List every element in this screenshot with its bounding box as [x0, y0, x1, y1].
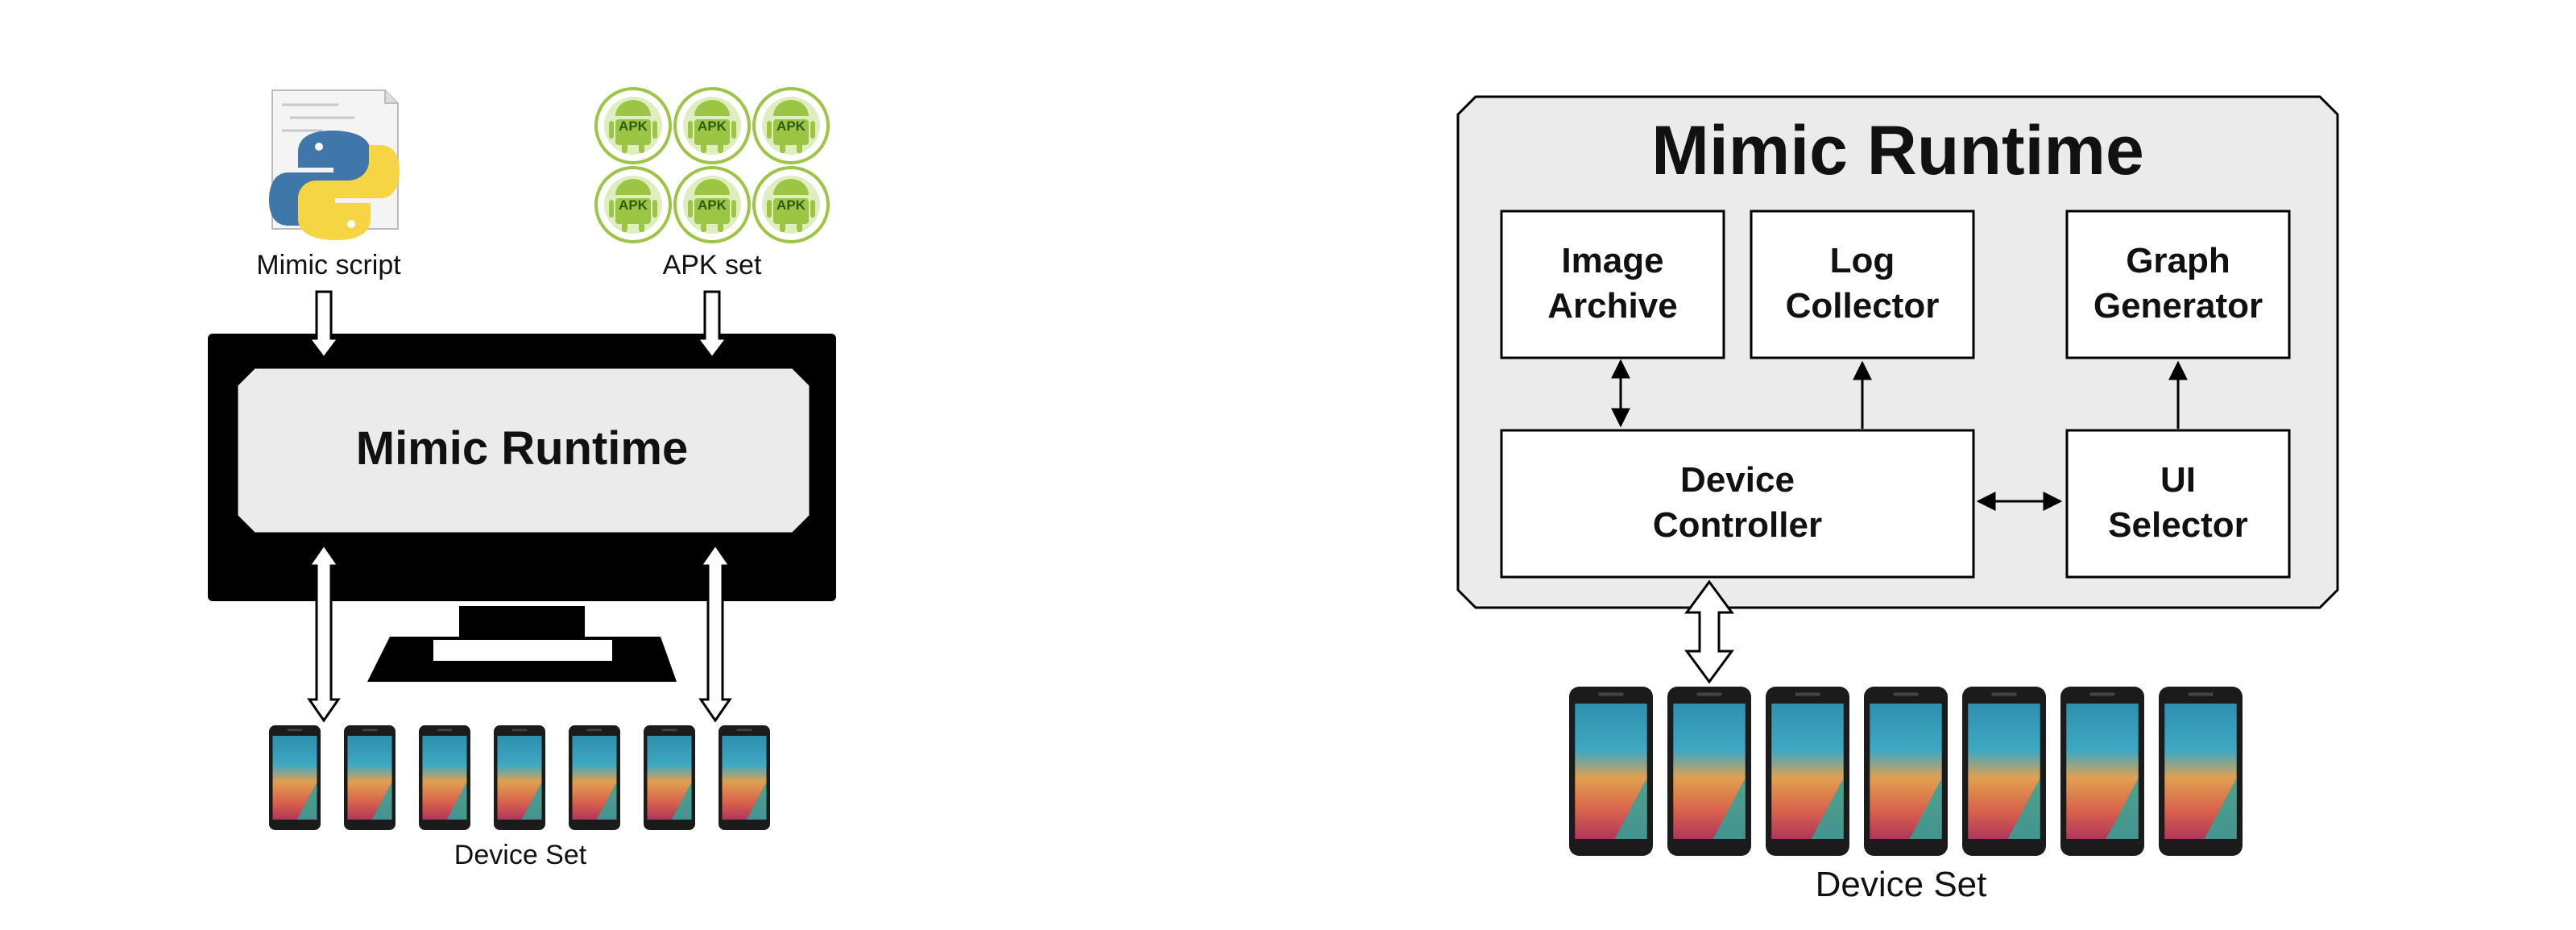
left-device-set	[269, 725, 770, 830]
right-device-arrow	[698, 542, 732, 723]
apk-icon-text: APK	[777, 118, 806, 134]
apk-icon: APK	[752, 87, 830, 164]
python-script-icon	[269, 89, 400, 240]
graph-generator-line2: Generator	[2094, 286, 2263, 326]
right-device-set-label: Device Set	[1816, 865, 1987, 904]
phone-icon	[2159, 687, 2243, 856]
left-runtime-box	[235, 366, 812, 535]
graph-generator-box	[2065, 210, 2291, 359]
device-controller-line2: Controller	[1653, 505, 1822, 545]
right-panel: Mimic Runtime Image Archive Log Collecto…	[1456, 95, 2339, 904]
ui-selector-line2: Selector	[2108, 505, 2248, 545]
phone-icon	[1962, 687, 2046, 856]
left-runtime-label: Mimic Runtime	[356, 422, 689, 475]
apk-icon: APK	[594, 87, 672, 164]
apk-icon: APK	[673, 87, 751, 164]
phone-icon	[1667, 687, 1751, 856]
phone-icon	[344, 725, 396, 830]
apk-arrow	[695, 290, 729, 360]
left-device-arrow	[307, 542, 341, 723]
phone-icon	[419, 725, 470, 830]
phone-icon	[644, 725, 695, 830]
phone-icon	[269, 725, 321, 830]
phone-icon	[2060, 687, 2144, 856]
apk-icon-text: APK	[619, 197, 648, 213]
log-collector-line2: Collector	[1786, 286, 1940, 326]
phone-icon	[719, 725, 770, 830]
phone-icon	[1864, 687, 1948, 856]
apk-icon: APK	[673, 166, 751, 243]
right-device-set	[1569, 687, 2243, 856]
ui-selector-line1: UI	[2160, 460, 2196, 500]
log-collector-box	[1750, 210, 1975, 359]
image-archive-line2: Archive	[1547, 286, 1677, 326]
apk-icon-text: APK	[698, 118, 727, 134]
left-device-set-label: Device Set	[454, 840, 587, 870]
apk-icon: APK	[752, 166, 830, 243]
controller-devices-arrow	[1684, 579, 1734, 684]
image-archive-box	[1500, 210, 1725, 359]
apk-icon: APK	[594, 166, 672, 243]
apk-icon-text: APK	[777, 197, 806, 213]
right-runtime-title: Mimic Runtime	[1651, 112, 2144, 189]
input-arrows	[307, 290, 732, 723]
log-collector-line1: Log	[1830, 241, 1895, 280]
image-archive-line1: Image	[1561, 241, 1663, 280]
ui-selector-box	[2065, 429, 2291, 579]
apk-set-icons: APK APK APK APK APK APK	[594, 87, 830, 243]
phone-icon	[494, 725, 545, 830]
phone-icon	[1569, 687, 1653, 856]
device-controller-box	[1500, 429, 1975, 579]
apk-icon-text: APK	[619, 118, 648, 134]
apk-set-label: APK set	[663, 250, 762, 280]
mimic-script-label: Mimic script	[256, 250, 401, 280]
apk-icon-text: APK	[698, 197, 727, 213]
device-controller-line1: Device	[1680, 460, 1795, 500]
phone-icon	[569, 725, 620, 830]
script-arrow	[307, 290, 341, 360]
graph-generator-line1: Graph	[2126, 241, 2230, 280]
phone-icon	[1766, 687, 1849, 856]
